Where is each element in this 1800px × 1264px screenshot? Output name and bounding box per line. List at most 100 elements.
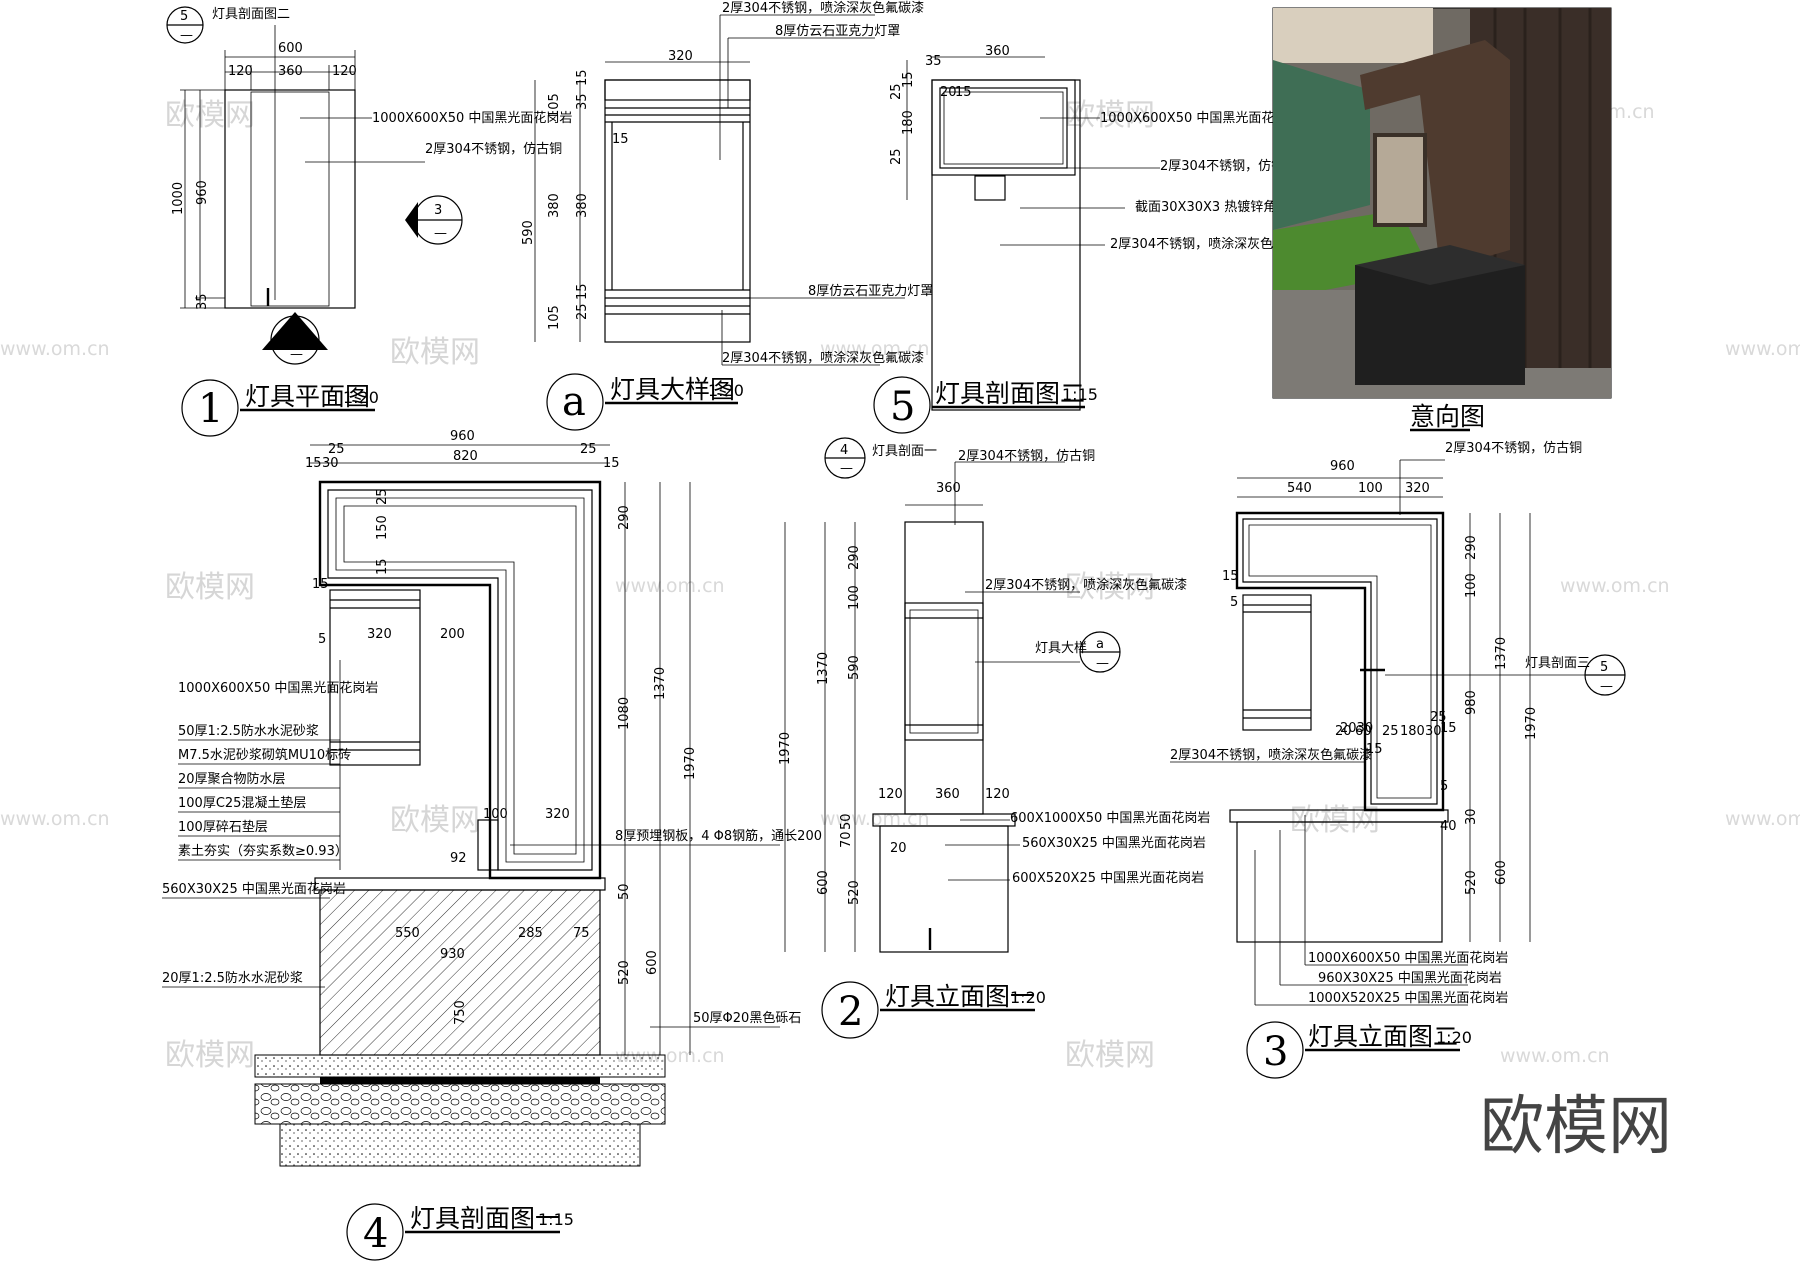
watermark-url: www.om.cn	[820, 808, 930, 830]
note: 8厚仿云石亚克力灯罩	[775, 24, 900, 39]
dim-label: 100	[847, 585, 862, 610]
note: 560X30X25 中国黑光面花岗岩	[1022, 835, 1206, 851]
note: 2厚304不锈钢，喷涂深灰色氟碳漆	[985, 577, 1187, 593]
dim-label: 320	[545, 807, 570, 822]
note: 600X1000X50 中国黑光面花岗岩	[1010, 810, 1210, 826]
dim-label: 35	[575, 93, 590, 110]
watermark-logo: 欧模网	[1065, 1038, 1155, 1073]
view-title: 灯具剖面图二	[935, 379, 1085, 408]
view-scale: 1:20	[1436, 1028, 1472, 1047]
watermark-url: www.om.cn	[0, 808, 110, 830]
view-title: 灯具大样图	[610, 375, 735, 404]
dim-label: 5	[318, 632, 326, 647]
dim-label: 20	[940, 85, 957, 100]
view-number-circle	[346, 1203, 404, 1261]
dim-label: 5	[1230, 595, 1238, 610]
view-scale: 1:15	[538, 1210, 574, 1229]
brick-base	[319, 889, 601, 1056]
callout-number: 4	[840, 443, 848, 458]
dim-label: 960	[1330, 459, 1355, 474]
dim-label: 1370	[816, 652, 831, 685]
dim-label: 100	[1358, 481, 1383, 496]
dim-label: 25	[889, 83, 904, 100]
dim-label: 105	[547, 305, 562, 330]
view-number: a	[562, 379, 586, 425]
view-scale: 1:20	[1010, 988, 1046, 1007]
dim-label: 20	[1335, 724, 1352, 739]
dim-label: 290	[847, 545, 862, 570]
view-number: 3	[1263, 1029, 1288, 1075]
layer-note: 100厚C25混凝土垫层	[178, 795, 306, 811]
dim-label: 960	[195, 180, 210, 205]
callout-number: 3	[434, 203, 442, 218]
reference-render: 意向图	[1272, 7, 1612, 432]
dim-label: 50	[617, 883, 632, 900]
dim-label: 1370	[1494, 637, 1509, 670]
callout-sheet: —	[1600, 679, 1613, 694]
view-scale: 1:15	[1062, 385, 1098, 404]
watermark-logo: 欧模网	[1065, 570, 1155, 605]
callout-sheet: —	[180, 28, 193, 43]
view-4-section: 960 820 25 25 15 30 15 290 1080 1370 197…	[162, 429, 822, 1261]
dim-label: 520	[1464, 870, 1479, 895]
dim-label: 35	[925, 54, 942, 69]
dim-label: 1370	[653, 667, 668, 700]
note: 50厚Φ20黑色砾石	[693, 1010, 801, 1026]
layer-note: M7.5水泥砂浆砌筑MU10标砖	[178, 747, 351, 763]
dim-label: 105	[547, 93, 562, 118]
angle-steel	[974, 175, 1006, 201]
dim-label: 120	[228, 64, 253, 79]
watermark-url: www.om.cn	[820, 338, 930, 360]
dim-label: 15	[575, 69, 590, 86]
note: 2厚304不锈钢，喷涂深灰色氟碳漆	[1110, 236, 1312, 252]
dim-label: 960	[450, 429, 475, 444]
dim-label: 30	[1464, 808, 1479, 825]
dim-label: 15	[375, 558, 390, 575]
view-3-elevation: 960 540 100 320 290 100 980 30 520 1370 …	[1170, 441, 1626, 1079]
layer-note: 50厚1:2.5防水水泥砂浆	[178, 723, 319, 739]
dim-label: 100	[483, 807, 508, 822]
view-number-circle	[1246, 1021, 1304, 1079]
dim-label: 2030	[1340, 721, 1373, 736]
dim-label: 15	[575, 283, 590, 300]
dim-label: 290	[1464, 535, 1479, 560]
watermark-logo: 欧模网	[165, 570, 255, 605]
dim-label: 5	[1440, 779, 1448, 794]
note: 2厚304不锈钢，仿古铜	[425, 142, 562, 157]
dim-label: 360	[936, 481, 961, 496]
callout-label: 灯具剖面一	[872, 444, 937, 459]
dim-label: 590	[847, 655, 862, 680]
note: 20厚1:2.5防水水泥砂浆	[162, 970, 303, 986]
dim-label: 1000	[171, 182, 186, 215]
callout-label: 灯具剖面三	[1525, 656, 1590, 671]
dim-label: 120	[878, 787, 903, 802]
dim-label: 180	[1400, 724, 1425, 739]
view-number-circle	[821, 981, 879, 1039]
watermark-url: www.om.cn	[1560, 575, 1670, 597]
note: 1000X520X25 中国黑光面花岗岩	[1308, 990, 1508, 1006]
dim-label: 590	[521, 220, 536, 245]
watermark-url: www.om.cn	[615, 575, 725, 597]
view-scale: 1:20	[343, 388, 379, 407]
watermark-url: www.om.cn	[0, 338, 110, 360]
dim-label: 30	[1425, 724, 1442, 739]
dim-label: 120	[985, 787, 1010, 802]
dim-label: 35	[195, 293, 210, 310]
dim-label: 360	[985, 44, 1010, 59]
note: 2厚304不锈钢，仿古铜	[958, 449, 1095, 464]
view-number-circle	[873, 376, 931, 434]
dim-label: 750	[453, 1000, 468, 1025]
dim-label: 15	[612, 132, 629, 147]
note: 960X30X25 中国黑光面花岗岩	[1318, 970, 1502, 986]
dim-label: 60	[1355, 724, 1372, 739]
view-number-circle	[181, 379, 239, 437]
callout-number: 5	[1600, 660, 1608, 675]
dim-label: 550	[395, 926, 420, 941]
dim-label: 25	[889, 148, 904, 165]
dim-label: 15	[955, 85, 972, 100]
view-2-elevation: 4 — 灯具剖面一 360 1970 1370 600 290 100 590 …	[778, 437, 1210, 1039]
view-title: 灯具平面图	[245, 382, 370, 411]
dim-label: 40	[1440, 819, 1457, 834]
dim-label: 25	[580, 442, 597, 457]
dim-label: 360	[278, 64, 303, 79]
